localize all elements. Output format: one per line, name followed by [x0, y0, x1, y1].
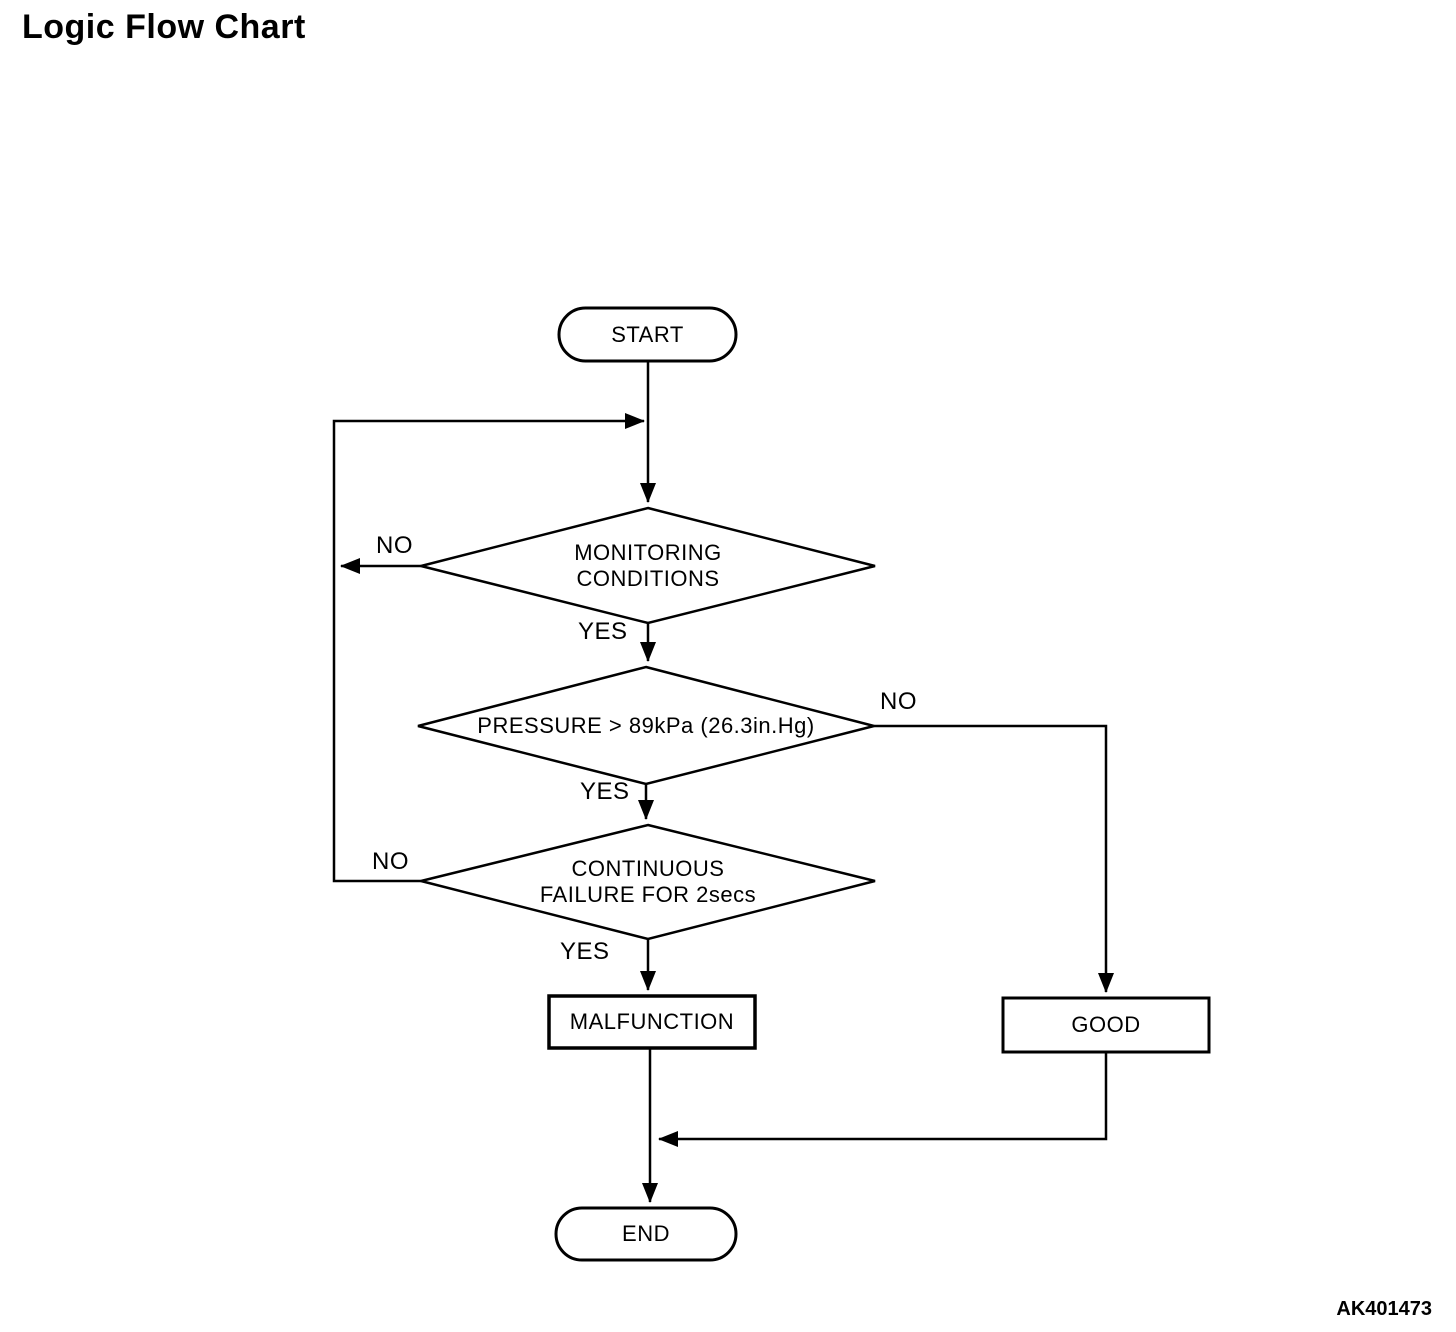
edge-pressure-no-to-good	[874, 724, 1114, 993]
continuous-yes-label: YES	[560, 938, 610, 965]
page-title: Logic Flow Chart	[22, 8, 306, 46]
edge-loop-no-feedback	[332, 413, 645, 883]
monitoring-no-label: NO	[376, 532, 413, 559]
pressure-no-label: NO	[880, 688, 917, 715]
end-node-shape	[554, 1206, 738, 1262]
start-node-shape	[557, 306, 738, 363]
good-node-shape	[1001, 996, 1211, 1054]
decision-pressure-shape	[417, 665, 875, 786]
edge-good-merge-to-end	[658, 1052, 1108, 1147]
malfunction-node-shape	[547, 994, 757, 1050]
pressure-yes-label: YES	[580, 778, 630, 805]
decision-monitoring-label: MONITORING CONDITIONS	[574, 540, 722, 591]
continuous-no-label: NO	[372, 848, 409, 875]
decision-continuous-shape	[420, 823, 876, 941]
monitoring-yes-label: YES	[578, 618, 628, 645]
decision-continuous-label: CONTINUOUS FAILURE FOR 2secs	[539, 856, 757, 907]
good-node-label: GOOD	[1071, 1012, 1141, 1037]
decision-pressure-label: PRESSURE > 89kPa (26.3in.Hg)	[477, 713, 815, 738]
start-node-label: START	[611, 321, 684, 347]
decision-monitoring-shape	[420, 506, 876, 625]
malfunction-node-label: MALFUNCTION	[569, 1009, 735, 1034]
figure-code: AK401473	[1336, 1298, 1432, 1320]
end-node-label: END	[622, 1221, 670, 1246]
